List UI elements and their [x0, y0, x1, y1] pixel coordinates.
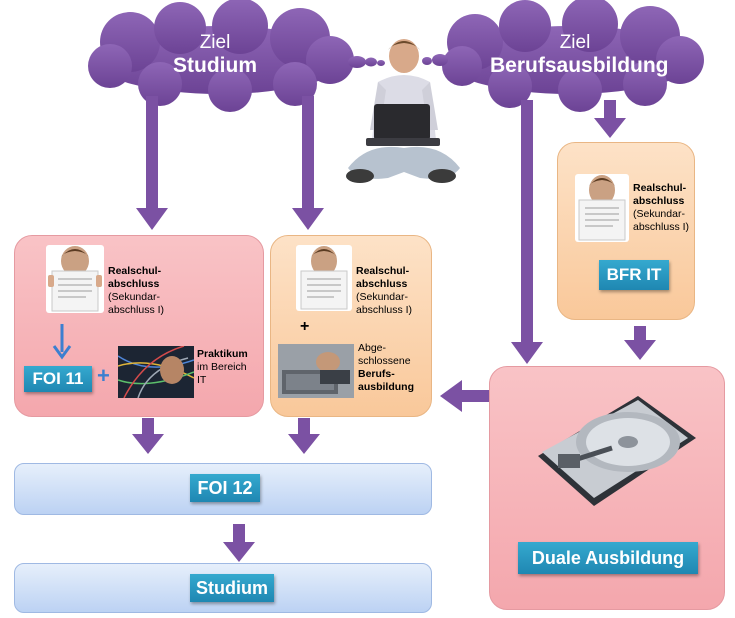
ausb-line2: schlossene [358, 355, 411, 367]
arrow-studium-to-ausbildung [292, 96, 324, 230]
cloud-right-line1: Ziel [559, 32, 591, 53]
cloud-right-label: Ziel Berufsausbildung [490, 32, 669, 78]
arrow-duale-to-ausbildung [440, 380, 490, 412]
qualification-text-3: Realschul- abschluss (Sekundar- abschlus… [633, 182, 695, 234]
arrow-beruf-to-duale [511, 100, 543, 364]
certificate-photo-1 [46, 245, 104, 313]
cloud-right-line2: Berufsausbildung [490, 53, 669, 77]
qual2-line4: abschluss I) [356, 304, 413, 316]
certificate-photo-2 [296, 245, 352, 311]
certificate-photo-3 [575, 174, 629, 242]
praktikum-line2: im Bereich [197, 361, 247, 373]
cloud-right-shape [422, 0, 704, 112]
label-studium: Studium [190, 574, 274, 602]
arrow-studium-to-foi11 [136, 96, 168, 230]
qual3-line2: abschluss [633, 195, 685, 207]
praktikum-line3: IT [197, 374, 207, 386]
qual3-line3: (Sekundar- [633, 208, 685, 220]
plus-sign-2: + [300, 318, 310, 335]
qualification-text-2: Realschul- abschluss (Sekundar- abschlus… [356, 265, 432, 317]
server-cables-photo [118, 346, 194, 398]
cloud-left-label: Ziel Studium [140, 32, 290, 78]
flow-arrows [132, 96, 656, 562]
cloud-left-line2: Studium [173, 53, 257, 77]
workshop-photo [278, 344, 354, 398]
praktikum-line1: Praktikum [197, 348, 248, 360]
bar-studium [14, 563, 432, 613]
label-bfr-it: BFR IT [599, 260, 669, 290]
qual3-line4: abschluss I) [633, 221, 690, 233]
label-foi11: FOI 11 [24, 366, 92, 392]
arrow-foi11-to-foi12 [132, 418, 164, 454]
label-foi12: FOI 12 [190, 474, 260, 502]
ausb-line1: Abge- [358, 342, 387, 354]
praktikum-text: Praktikum im Bereich IT [197, 348, 257, 387]
qualification-text-1: Realschul- abschluss (Sekundar- abschlus… [108, 265, 188, 317]
student-laptop-image [344, 36, 462, 191]
qual2-line2: abschluss [356, 278, 408, 290]
qual3-line1: Realschul- [633, 182, 687, 194]
plus-sign-1: + [97, 363, 110, 388]
blue-down-arrow-icon [52, 324, 72, 360]
qual2-line3: (Sekundar- [356, 291, 408, 303]
qual1-line1: Realschul- [108, 265, 162, 277]
qual2-line1: Realschul- [356, 265, 410, 277]
arrow-ausbildung-to-foi12 [288, 418, 320, 454]
hard-drive-image [528, 386, 700, 514]
arrow-beruf-to-bfr [594, 100, 626, 138]
ausb-line3: Berufs- [358, 368, 395, 380]
arrow-bfr-to-duale [624, 326, 656, 360]
qual1-line2: abschluss [108, 278, 160, 290]
cloud-left-line1: Ziel [199, 32, 231, 53]
qual1-line3: (Sekundar- [108, 291, 160, 303]
arrow-foi12-to-studium [223, 524, 255, 562]
cloud-left-shape [88, 0, 385, 112]
label-duale-ausbildung: Duale Ausbildung [518, 542, 698, 574]
ausb-line4: ausbildung [358, 381, 414, 393]
qual1-line4: abschluss I) [108, 304, 165, 316]
ausbildung-text: Abge- schlossene Berufs- ausbildung [358, 342, 430, 394]
